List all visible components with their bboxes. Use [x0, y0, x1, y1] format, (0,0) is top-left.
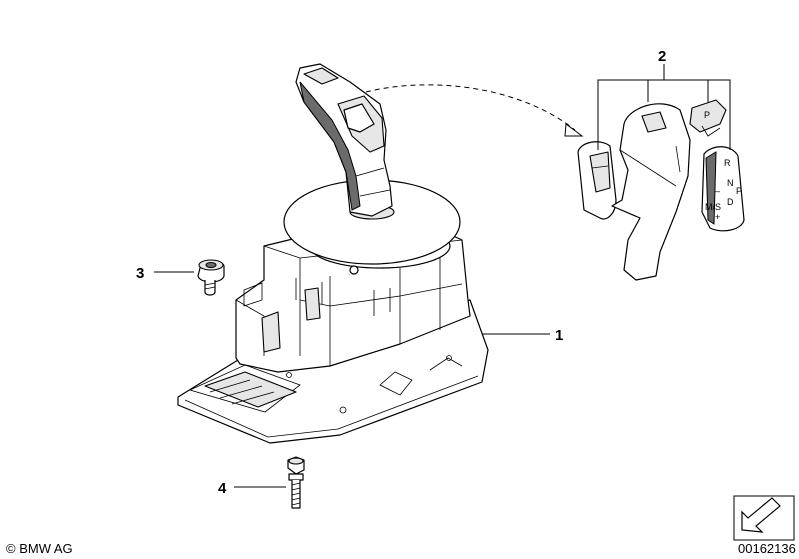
relocation-arrow: [365, 84, 584, 137]
callout-1: 1: [555, 327, 563, 344]
screw-part-3[interactable]: [197, 259, 225, 296]
diagram-number: 00162136: [738, 541, 796, 556]
gear-r: R: [724, 158, 731, 168]
lever-trim-kit[interactable]: [577, 99, 745, 281]
gear-d: D: [727, 197, 734, 207]
gear-minus: –: [715, 186, 720, 196]
selector-lever-assembly[interactable]: [177, 63, 489, 444]
gear-n: N: [727, 178, 734, 188]
callout-4: 4: [218, 480, 227, 497]
callout-3: 3: [136, 265, 144, 282]
p-button-label: P: [704, 110, 710, 120]
gear-p-side: P: [736, 186, 742, 196]
gear-indicator: R N – P D M/S + P: [704, 110, 742, 222]
leader-lines: [154, 64, 731, 488]
gear-plus: +: [715, 212, 720, 222]
gear-ms: M/S: [705, 202, 721, 212]
callout-2: 2: [658, 48, 666, 65]
bolt-part-4[interactable]: [287, 456, 305, 509]
copyright-label: © BMW AG: [6, 541, 73, 556]
direction-arrow-box: [733, 495, 795, 541]
